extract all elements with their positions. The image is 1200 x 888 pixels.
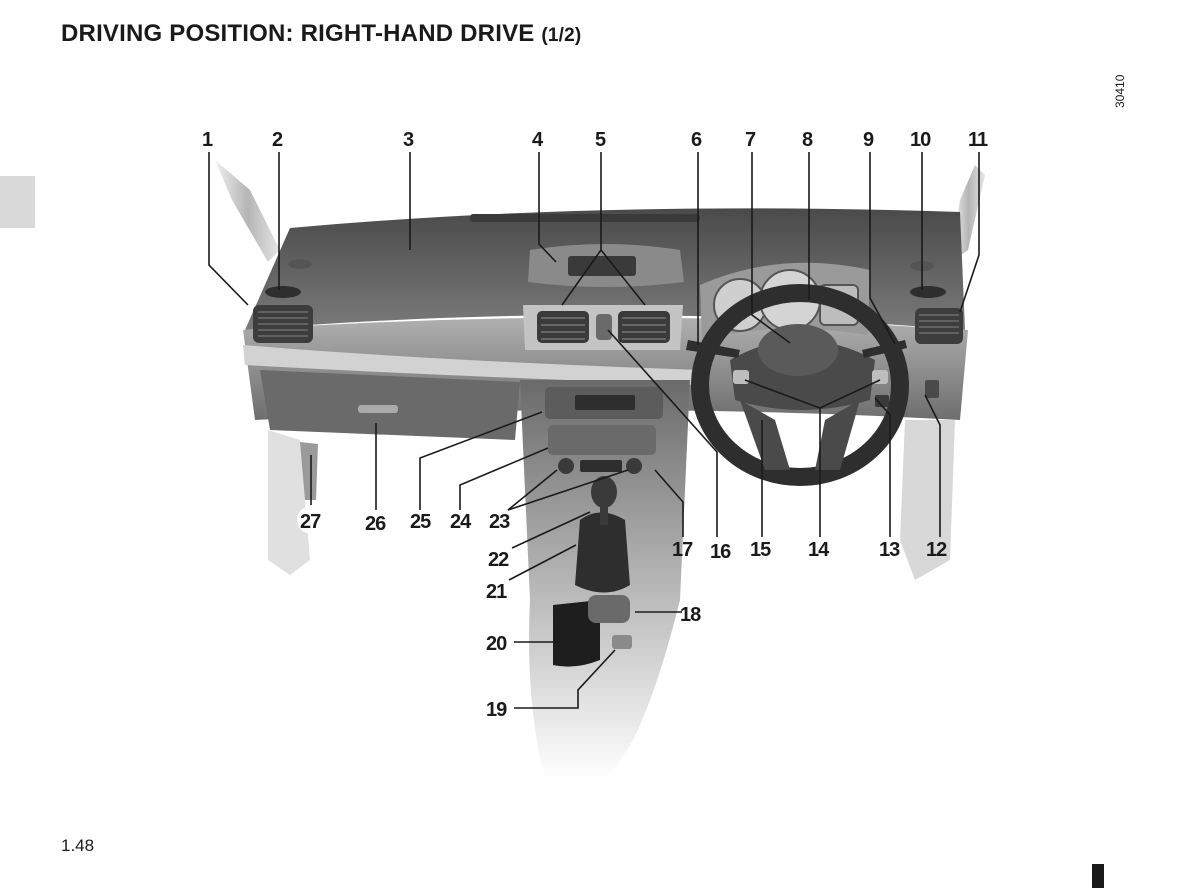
callout-16: 16 xyxy=(710,541,731,563)
page-title-part: (1/2) xyxy=(541,25,582,46)
steering-wheel-rim xyxy=(691,284,909,486)
callout-21: 21 xyxy=(486,581,507,603)
airbag-cover xyxy=(758,324,838,376)
right-knob xyxy=(626,458,642,474)
left-a-pillar xyxy=(215,160,280,262)
left-door-trim xyxy=(268,430,310,575)
glovebox-handle xyxy=(358,405,398,413)
leader-lines xyxy=(208,152,980,709)
left-demister-vent xyxy=(265,286,301,298)
right-side-vent xyxy=(915,308,963,344)
audio-panel xyxy=(548,425,656,455)
steering-spoke-left xyxy=(740,400,790,470)
callout-5: 5 xyxy=(595,129,606,151)
steering-control-left xyxy=(733,370,749,384)
console-control-18 xyxy=(588,595,630,623)
right-demister-vent xyxy=(910,286,946,298)
right-door-trim xyxy=(900,420,955,580)
console-socket xyxy=(612,635,632,649)
callout-12: 12 xyxy=(926,539,947,561)
hazard-switch xyxy=(596,314,612,340)
callout-27-badge xyxy=(297,506,325,534)
callout-24: 24 xyxy=(450,511,472,533)
callout-19: 19 xyxy=(486,699,507,721)
callout-14: 14 xyxy=(808,539,830,561)
callout-10: 10 xyxy=(910,129,931,151)
callout-15: 15 xyxy=(750,539,771,561)
callout-1: 1 xyxy=(202,129,213,151)
callout-6: 6 xyxy=(691,129,702,151)
callout-8: 8 xyxy=(802,129,813,151)
corner-mark xyxy=(1092,864,1104,888)
callout-2: 2 xyxy=(272,129,283,151)
gear-stick xyxy=(600,505,608,525)
callout-22: 22 xyxy=(488,549,509,571)
right-lower-switch xyxy=(925,380,939,398)
central-display xyxy=(568,256,636,276)
callout-27: 27 xyxy=(300,511,321,533)
callout-26: 26 xyxy=(365,513,386,535)
page-number: 1.48 xyxy=(61,836,95,855)
page-title: DRIVING POSITION: RIGHT-HAND DRIVE (1/2) xyxy=(61,20,581,48)
steering-control-right xyxy=(872,370,888,384)
callout-7: 7 xyxy=(745,129,756,151)
callout-20: 20 xyxy=(486,633,507,655)
console-switch-strip xyxy=(580,460,622,472)
dashboard-trim xyxy=(243,345,700,385)
central-right-vent xyxy=(618,311,670,343)
callout-17: 17 xyxy=(672,539,693,561)
right-stalk xyxy=(862,340,907,358)
callout-9: 9 xyxy=(863,129,874,151)
steering-spoke-right xyxy=(815,400,860,470)
bonnet-release xyxy=(300,442,318,500)
climate-display xyxy=(575,395,635,410)
callout-4: 4 xyxy=(532,129,544,151)
callout-3: 3 xyxy=(403,129,414,151)
gear-knob xyxy=(591,476,617,508)
callout-25: 25 xyxy=(410,511,431,533)
section-tab xyxy=(0,176,35,228)
callout-23: 23 xyxy=(489,511,510,533)
cruise-control-switch xyxy=(875,395,889,407)
callout-11: 11 xyxy=(968,129,988,151)
left-knob xyxy=(558,458,574,474)
demister-slot xyxy=(470,214,700,222)
central-left-vent xyxy=(537,311,589,343)
left-stalk xyxy=(686,340,740,358)
callout-18: 18 xyxy=(680,604,701,626)
callout-13: 13 xyxy=(879,539,900,561)
left-speaker xyxy=(288,259,312,269)
page-title-text: DRIVING POSITION: RIGHT-HAND DRIVE xyxy=(61,20,535,47)
gear-gaiter xyxy=(575,512,630,593)
